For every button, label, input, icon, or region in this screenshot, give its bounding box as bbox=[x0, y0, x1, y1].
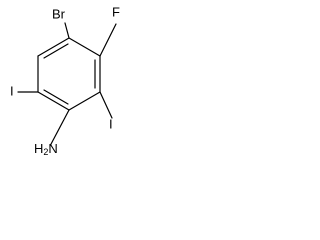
ring-bond-bottom-left bbox=[37, 91, 70, 111]
bromine-label: Br bbox=[52, 6, 66, 21]
ring-double-bond-bottom bbox=[43, 89, 69, 105]
ring-bond-top bbox=[68, 37, 101, 57]
amine-nitrogen: N bbox=[48, 141, 57, 156]
ring-double-bond-top bbox=[43, 43, 69, 59]
fluorine-label: F bbox=[112, 4, 120, 19]
amine-subscript: 2 bbox=[43, 147, 48, 157]
bond-to-iodine-right bbox=[99, 91, 113, 119]
amine-hydrogen: H bbox=[34, 141, 43, 156]
amine-label: H2N bbox=[34, 141, 58, 157]
ring-bond-bottom-right bbox=[68, 91, 101, 111]
iodine-right-label: I bbox=[109, 116, 113, 131]
iodine-left-label: I bbox=[10, 83, 14, 98]
bond-to-fluorine bbox=[99, 23, 117, 57]
chemical-structure-diagram: Br F I I H2N bbox=[10, 4, 120, 157]
bond-to-amine bbox=[49, 109, 70, 147]
ring-bond-top-left bbox=[37, 37, 70, 57]
bond-to-bromine bbox=[64, 22, 70, 39]
